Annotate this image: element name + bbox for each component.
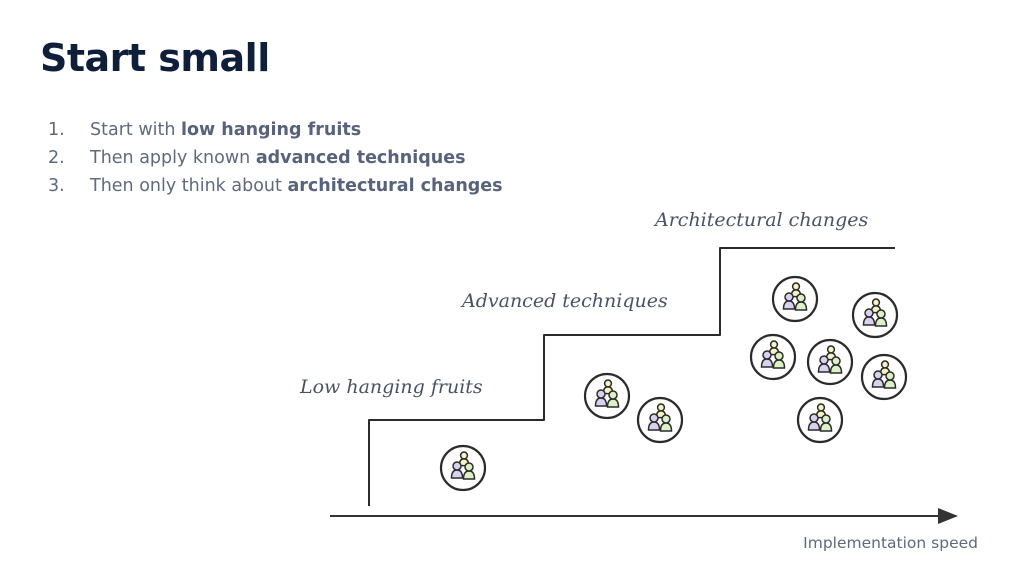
- team-icon: [439, 444, 487, 492]
- step-text: Then apply known: [90, 148, 256, 168]
- step-emphasis: advanced techniques: [255, 148, 466, 168]
- step-text: Start with: [90, 120, 182, 140]
- step-number: 2.: [48, 148, 65, 168]
- team-icon: [583, 372, 631, 420]
- step-label-low-hanging-fruits: Low hanging fruits: [300, 376, 483, 398]
- team-icon: [796, 396, 844, 444]
- step-number: 3.: [48, 176, 65, 196]
- step-label-advanced-techniques: Advanced techniques: [462, 290, 668, 312]
- team-icon: [749, 333, 797, 381]
- team-icon: [771, 275, 819, 323]
- step-item: 1. Start with low hanging fruits: [48, 116, 503, 144]
- step-emphasis: architectural changes: [287, 176, 503, 196]
- step-emphasis: low hanging fruits: [181, 120, 362, 140]
- step-text: Then only think about: [90, 176, 288, 196]
- team-icon: [851, 291, 899, 339]
- slide-title: Start small: [40, 36, 270, 80]
- step-item: 3. Then only think about architectural ch…: [48, 172, 503, 200]
- x-axis-label: Implementation speed: [803, 534, 978, 552]
- team-icons-group: [439, 275, 908, 492]
- step-number: 1.: [48, 120, 65, 140]
- team-icon: [806, 338, 854, 386]
- step-label-architectural-changes: Architectural changes: [655, 209, 869, 231]
- steps-list: 1. Start with low hanging fruits 2. Then a…: [48, 116, 503, 200]
- team-icon: [860, 353, 908, 401]
- staircase-line: [368, 247, 895, 506]
- team-icon: [636, 396, 684, 444]
- step-item: 2. Then apply known advanced techniques: [48, 144, 503, 172]
